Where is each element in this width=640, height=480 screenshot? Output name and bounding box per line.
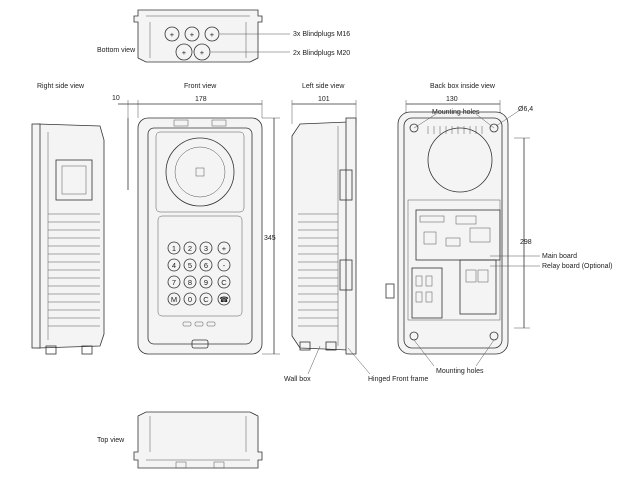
key-c-right-label: C bbox=[221, 278, 227, 287]
top-view-label: Top view bbox=[97, 437, 125, 444]
key-1 bbox=[167, 241, 181, 255]
hole-diameter-label: Ø6,4 bbox=[518, 106, 533, 113]
svg-text:+: + bbox=[182, 48, 187, 57]
key-7-label: 7 bbox=[172, 278, 176, 287]
key-5 bbox=[183, 258, 197, 272]
vent-slots bbox=[427, 126, 483, 134]
key-9-label: 9 bbox=[204, 278, 208, 287]
bottom-view-drawing: + + + + + bbox=[133, 9, 290, 63]
key-8-label: 8 bbox=[188, 278, 192, 287]
key-call bbox=[217, 292, 231, 306]
key-minus bbox=[217, 258, 231, 272]
front-view-drawing: 10 178 1 2 3 + 4 5 6 - 7 bbox=[112, 95, 280, 355]
key-plus-label: + bbox=[222, 244, 227, 253]
relay-board bbox=[459, 259, 497, 315]
key-3-label: 3 bbox=[204, 244, 208, 253]
dimension-298: 298 bbox=[520, 239, 532, 246]
key-c-right bbox=[217, 275, 231, 289]
dimension-10: 10 bbox=[112, 95, 120, 102]
svg-text:+: + bbox=[200, 48, 205, 57]
hinged-front-frame-callout: Hinged Front frame bbox=[368, 376, 428, 383]
mounting-hole bbox=[489, 123, 499, 133]
blindplugs-m20-callout: 2x Blindplugs M20 bbox=[293, 50, 350, 57]
back-box-view-drawing: 130 298 bbox=[385, 96, 540, 367]
key-1-label: 1 bbox=[172, 244, 176, 253]
svg-text:+: + bbox=[190, 30, 195, 39]
dimension-130: 130 bbox=[446, 96, 458, 103]
svg-text:+: + bbox=[210, 30, 215, 39]
cooling-fins bbox=[48, 213, 100, 327]
key-3 bbox=[199, 241, 213, 255]
key-9 bbox=[199, 275, 213, 289]
front-view-label: Front view bbox=[184, 83, 217, 90]
key-c-label: C bbox=[203, 295, 209, 304]
key-7 bbox=[167, 275, 181, 289]
dimension-101: 101 bbox=[318, 96, 330, 103]
back-box-view-label: Back box inside view bbox=[430, 83, 496, 90]
left-side-view-label: Left side view bbox=[302, 83, 345, 90]
key-2 bbox=[183, 241, 197, 255]
key-6-label: 6 bbox=[204, 261, 208, 270]
key-4 bbox=[167, 258, 181, 272]
mounting-holes-top-callout: Mounting holes bbox=[432, 109, 480, 116]
right-side-view-drawing bbox=[31, 123, 105, 355]
dimension-178: 178 bbox=[195, 96, 207, 103]
key-8 bbox=[183, 275, 197, 289]
dimension-345: 345 bbox=[264, 235, 276, 242]
key-0-label: 0 bbox=[188, 295, 192, 304]
mounting-hole bbox=[409, 123, 419, 133]
cooling-fins-left bbox=[298, 213, 338, 327]
svg-text:+: + bbox=[170, 30, 175, 39]
main-board-callout: Main board bbox=[542, 253, 577, 260]
key-m-label: M bbox=[171, 295, 177, 304]
top-view-drawing bbox=[133, 411, 263, 469]
mounting-holes-bottom-callout: Mounting holes bbox=[436, 368, 484, 375]
key-2-label: 2 bbox=[188, 244, 192, 253]
key-0 bbox=[183, 292, 197, 306]
right-side-view-label: Right side view bbox=[37, 83, 85, 90]
key-6 bbox=[199, 258, 213, 272]
key-m bbox=[167, 292, 181, 306]
key-call-label: ☎ bbox=[219, 295, 229, 304]
wall-box-callout: Wall box bbox=[284, 376, 311, 383]
left-side-view-drawing: 101 bbox=[291, 96, 371, 375]
blindplugs-m16-callout: 3x Blindplugs M16 bbox=[293, 31, 350, 38]
key-minus-label: - bbox=[223, 261, 226, 270]
key-plus bbox=[217, 241, 231, 255]
key-4-label: 4 bbox=[172, 261, 176, 270]
relay-board-callout: Relay board (Optional) bbox=[542, 263, 612, 270]
keypad: 1 2 3 + 4 5 6 - 7 8 9 C M 0 bbox=[167, 241, 231, 306]
key-5-label: 5 bbox=[188, 261, 192, 270]
main-board bbox=[415, 209, 501, 261]
bottom-view-label: Bottom view bbox=[97, 47, 136, 54]
key-c bbox=[199, 292, 213, 306]
